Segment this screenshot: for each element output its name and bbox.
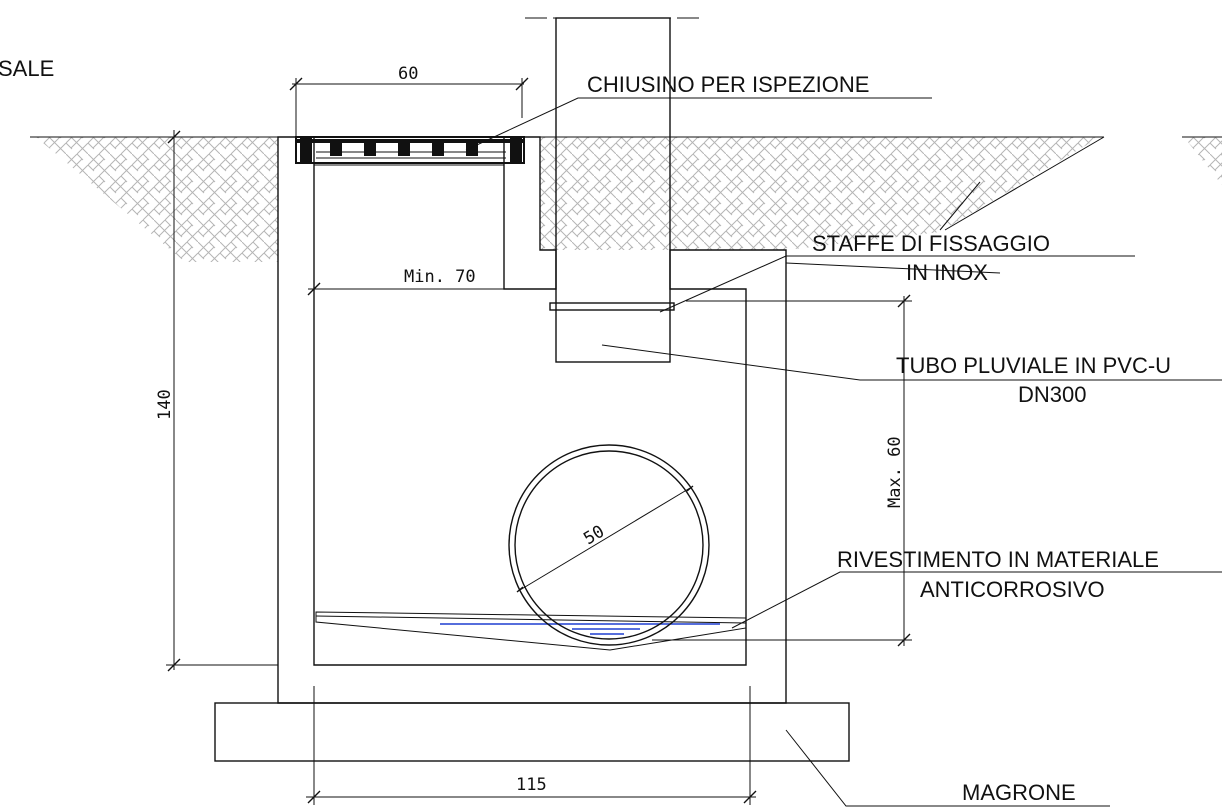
partial-label-left: SALE <box>0 56 54 81</box>
soil <box>30 136 1222 262</box>
lining <box>315 611 747 651</box>
lining-label-line2: ANTICORROSIVO <box>920 577 1105 602</box>
brackets-label-line1: STAFFE DI FISSAGGIO <box>812 231 1050 256</box>
pipe-label-line2: DN300 <box>1018 382 1086 407</box>
pipe-label-line1: TUBO PLUVIALE IN PVC-U <box>896 353 1171 378</box>
main-pipe <box>508 444 710 646</box>
downpipe <box>525 17 700 363</box>
inspection-cover <box>295 136 525 164</box>
dimensions <box>166 77 912 805</box>
pipe-diameter-dimension: 50 <box>580 522 608 550</box>
height-dimension: 140 <box>155 389 175 420</box>
cover-label: CHIUSINO PER ISPEZIONE <box>587 72 869 97</box>
brackets-label-line2: IN INOX <box>906 260 988 285</box>
base-width-dimension: 115 <box>516 775 547 795</box>
inner-width-dimension: Min. 70 <box>404 267 476 287</box>
max-depth-dimension: Max. 60 <box>885 436 905 508</box>
leader-lines <box>465 97 1222 807</box>
base-label: MAGRONE <box>962 780 1076 805</box>
cover-width-dimension: 60 <box>398 64 418 84</box>
lining-label-line1: RIVESTIMENTO IN MATERIALE <box>837 547 1159 572</box>
base-slab <box>214 702 850 762</box>
